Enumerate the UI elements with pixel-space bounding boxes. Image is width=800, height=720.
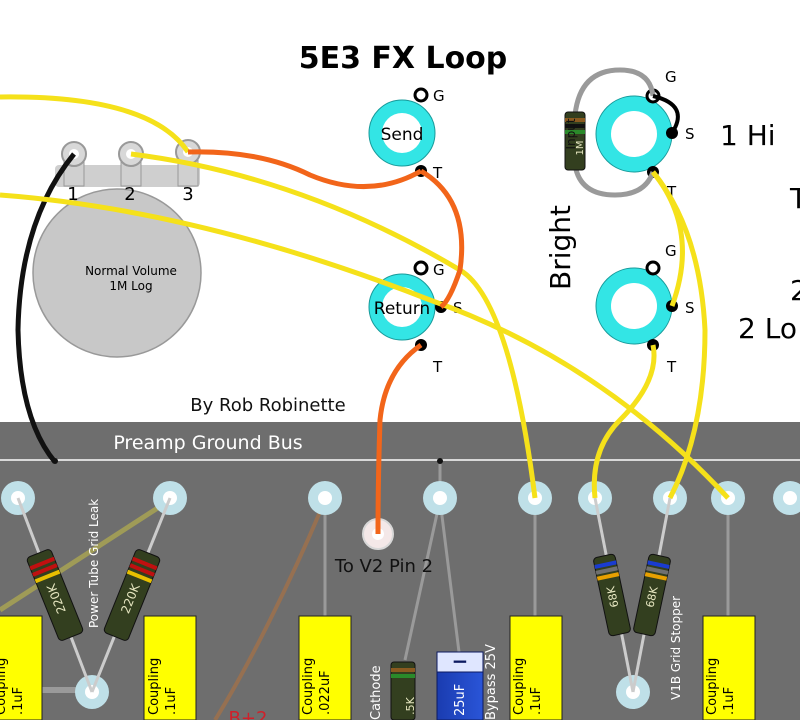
eyelet — [773, 481, 800, 515]
bright-label: Bright — [544, 205, 577, 290]
faded-yellow-wire — [0, 497, 172, 613]
electrolytic-cap: − 25uF — [436, 649, 484, 720]
resistor-cathode: .5K — [390, 661, 417, 720]
svg-text:G: G — [665, 68, 677, 86]
bypass-label: Bypass 25V — [484, 644, 499, 720]
b-plus-wire — [213, 499, 327, 720]
svg-text:25uF: 25uF — [453, 684, 468, 716]
svg-text:.1uF: .1uF — [164, 687, 179, 715]
input-1m-resistor: 1M Input — [564, 111, 586, 171]
svg-text:Input: Input — [564, 118, 578, 149]
svg-text:T: T — [666, 183, 677, 201]
resistor-68k-left: 68K — [593, 553, 631, 637]
cathode-label: Cathode — [369, 665, 384, 720]
v1b-grid-stopper-label: V1B Grid Stopper — [669, 596, 683, 700]
svg-text:Coupling: Coupling — [512, 658, 527, 715]
eyelets — [1, 481, 800, 709]
to-v2-label: To V2 Pin 2 — [334, 556, 433, 577]
orange-wires — [187, 149, 465, 535]
resistor-220k-left: 220K — [26, 549, 84, 641]
svg-text:1: 1 — [67, 184, 78, 205]
pot-lug — [118, 141, 144, 187]
board-traces — [323, 460, 730, 661]
svg-text:Send: Send — [381, 125, 424, 145]
send-jack: Send G T — [368, 87, 445, 182]
resistor-220k-right: 220K — [103, 549, 161, 641]
resistor-68k-right: 68K — [633, 553, 671, 637]
return-jack: Return G S T — [368, 260, 463, 376]
svg-text:.1uF: .1uF — [11, 687, 26, 715]
svg-text:.1uF: .1uF — [722, 687, 737, 715]
svg-text:G: G — [665, 242, 677, 260]
svg-text:.1uF: .1uF — [529, 687, 544, 715]
coupling-cap: Coupling .022uF — [298, 615, 352, 720]
yellow-wires — [0, 94, 730, 500]
coupling-cap: Coupling .1uF — [143, 615, 197, 720]
input-lo-label: 2 Lo — [738, 312, 797, 345]
svg-text:G: G — [433, 87, 445, 105]
input-hi-jack: G S T — [595, 68, 695, 201]
black-ground-wire — [15, 152, 76, 464]
input-jack-jumper — [652, 94, 680, 135]
input-lo-jack: G S T — [595, 242, 695, 376]
eyelet — [423, 481, 457, 515]
svg-text:S: S — [685, 299, 695, 317]
svg-text:T: T — [666, 358, 677, 376]
svg-text:T: T — [432, 358, 443, 376]
svg-text:Normal Volume: Normal Volume — [85, 264, 177, 278]
svg-text:Coupling: Coupling — [705, 658, 720, 715]
edge-glyph: T — [789, 182, 800, 215]
svg-text:3: 3 — [182, 184, 193, 205]
ground-junction-dot — [437, 458, 443, 464]
eyelet — [308, 481, 342, 515]
svg-text:.022uF: .022uF — [318, 670, 333, 715]
ground-bus-label: Preamp Ground Bus — [113, 432, 302, 454]
edge-glyph: 2 — [790, 274, 800, 307]
svg-text:S: S — [685, 125, 695, 143]
svg-text:1M: 1M — [575, 141, 586, 156]
credit-label: By Rob Robinette — [190, 395, 345, 416]
input-hi-label: 1 Hi — [720, 119, 776, 152]
resistor-lead — [572, 67, 656, 116]
b-plus-label: B+2 — [229, 708, 268, 720]
svg-text:2: 2 — [124, 184, 135, 205]
coupling-cap: Coupling .1uF — [509, 615, 563, 720]
svg-text:G: G — [433, 261, 445, 279]
diagram-title: 5E3 FX Loop — [299, 41, 508, 76]
coupling-cap: Coupling .1uF — [0, 615, 43, 720]
svg-text:T: T — [432, 164, 443, 182]
svg-text:Coupling: Coupling — [0, 658, 9, 715]
svg-text:68K: 68K — [604, 584, 621, 608]
resistor-lead — [572, 164, 656, 198]
svg-text:.5K: .5K — [404, 696, 417, 714]
coupling-cap: Coupling .1uF — [702, 615, 756, 720]
svg-text:−: − — [452, 649, 469, 673]
power-tube-grid-leak-label: Power Tube Grid Leak — [87, 499, 101, 628]
svg-text:Return: Return — [374, 299, 430, 319]
svg-text:68K: 68K — [644, 585, 661, 609]
svg-text:Coupling: Coupling — [301, 658, 316, 715]
svg-text:Coupling: Coupling — [147, 658, 162, 715]
svg-text:1M Log: 1M Log — [109, 279, 152, 293]
